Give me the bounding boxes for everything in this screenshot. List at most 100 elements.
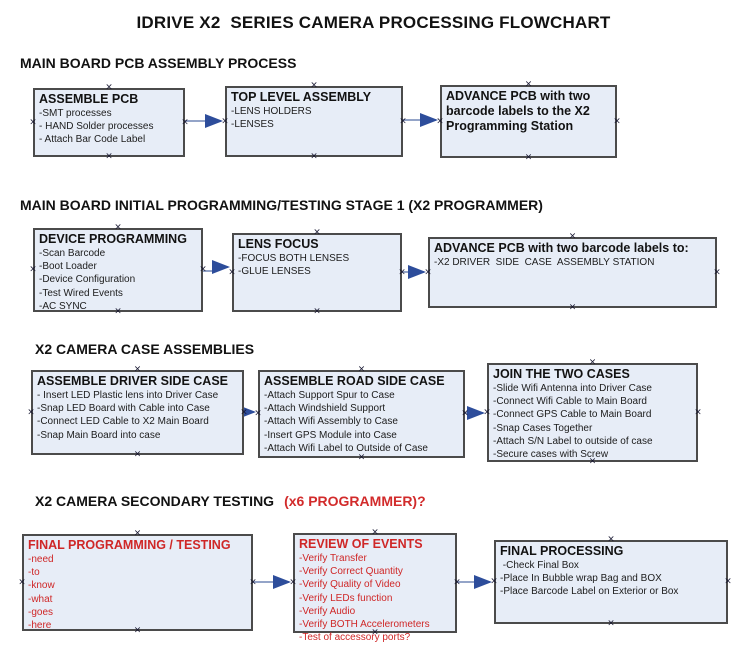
box-line: -Snap Cases Together — [493, 422, 593, 434]
section-heading-black-part: X2 CAMERA SECONDARY TESTING — [35, 493, 275, 509]
box-line: -SMT processes — [39, 108, 112, 119]
box-title: TOP LEVEL ASSEMBLY — [231, 90, 372, 104]
section-heading-red-part: (x6 PROGRAMMER)? — [284, 493, 426, 509]
connection-handle-icon: × — [133, 528, 142, 539]
box-line: - Insert LED Plastic lens into Driver Ca… — [37, 390, 219, 401]
connection-handle-icon: × — [313, 306, 321, 317]
flow-box-final-processing: FINAL PROCESSING -Check Final Box -Place… — [490, 535, 732, 628]
connection-handle-icon: × — [588, 357, 597, 368]
flow-box-advance-pcb-programming-station: ADVANCE PCB with two barcode labels to t… — [436, 80, 621, 162]
connection-handle-icon: × — [461, 408, 469, 419]
box-title: JOIN THE TWO CASES — [493, 367, 630, 381]
connection-handle-icon: × — [105, 82, 113, 93]
box-line: -Verify Quality of Video — [299, 579, 401, 591]
box-title: FINAL PROCESSING — [500, 544, 624, 558]
connection-handle-icon: × — [114, 222, 122, 233]
connection-handle-icon: × — [607, 618, 615, 629]
box-line: -to — [28, 567, 40, 579]
flow-box-review-of-events: REVIEW OF EVENTS -Verify Transfer -Verif… — [289, 528, 461, 643]
connection-handle-icon: × — [133, 364, 142, 375]
connection-handle-icon: × — [114, 306, 122, 317]
box-line: -know — [28, 580, 55, 592]
box-line: -goes — [28, 606, 54, 618]
box-title: FINAL PROGRAMMING / TESTING — [28, 538, 231, 552]
connection-handle-icon: × — [357, 364, 366, 375]
connection-handle-icon: × — [310, 151, 318, 162]
box-title: LENS FOCUS — [238, 237, 319, 251]
box-line: -Attach Wifi Assembly to Case — [264, 416, 398, 428]
connection-handle-icon: × — [483, 407, 491, 417]
connection-handle-icon: × — [694, 407, 702, 417]
connection-handle-icon: × — [254, 408, 262, 419]
connection-handle-icon: × — [221, 116, 229, 126]
box-line: -Verify Audio — [299, 605, 356, 617]
box-line: -Test of accessory ports? — [299, 632, 411, 644]
box-line: -Verify Correct Quantity — [299, 566, 403, 578]
section-heading-initial-programming: MAIN BOARD INITIAL PROGRAMMING/TESTING S… — [20, 197, 543, 213]
flow-box-advance-pcb-driver-side: ADVANCE PCB with two barcode labels to: … — [424, 232, 721, 312]
box-line: -Slide Wifi Antenna into Driver Case — [493, 383, 652, 394]
box-line: -Place In Bubble wrap Bag and BOX — [500, 573, 662, 585]
box-line: -need — [28, 554, 54, 565]
box-line: -FOCUS BOTH LENSES — [238, 253, 350, 264]
connection-handle-icon: × — [289, 577, 297, 588]
section-heading-pcb-assembly: MAIN BOARD PCB ASSEMBLY PROCESS — [20, 55, 297, 71]
section-heading-secondary-testing: X2 CAMERA SECONDARY TESTING (x6 PROGRAMME… — [35, 493, 426, 509]
connection-handle-icon: × — [613, 116, 621, 126]
connection-handle-icon: × — [436, 116, 444, 126]
box-line: -Snap LED Board with Cable into Case — [37, 403, 210, 415]
connection-handle-icon: × — [29, 117, 37, 127]
flow-box-top-level-assembly: TOP LEVEL ASSEMBLY -LENS HOLDERS -LENSES… — [221, 81, 407, 161]
connection-handle-icon: × — [310, 80, 318, 91]
box-line: -Boot Loader — [39, 261, 97, 273]
box-line: -GLUE LENSES — [238, 266, 311, 278]
connection-handle-icon: × — [27, 407, 35, 417]
flow-box-final-programming-testing: FINAL PROGRAMMING / TESTING -need -to -k… — [18, 529, 257, 635]
box-title: ASSEMBLE ROAD SIDE CASE — [264, 374, 445, 388]
connection-handle-icon: × — [424, 267, 432, 277]
box-line: - HAND Solder processes — [39, 121, 154, 133]
box-line: -Scan Barcode — [39, 248, 106, 259]
connection-handle-icon: × — [490, 576, 498, 587]
connection-handle-icon: × — [357, 452, 366, 463]
box-line: -Verify LEDs function — [299, 592, 393, 604]
connection-handle-icon: × — [249, 577, 257, 587]
connection-handle-icon: × — [568, 302, 577, 313]
flow-box-device-programming: DEVICE PROGRAMMING -Scan Barcode -Boot L… — [29, 223, 207, 316]
page-title: IDRIVE X2 SERIES CAMERA PROCESSING FLOWC… — [136, 13, 611, 32]
flow-box-assemble-driver-side-case: ASSEMBLE DRIVER SIDE CASE - Insert LED P… — [27, 365, 248, 459]
box-line: -Attach S/N Label to outside of case — [493, 435, 653, 447]
connection-handle-icon: × — [228, 267, 236, 277]
connection-handle-icon: × — [453, 577, 461, 588]
box-line: -LENSES — [231, 119, 274, 131]
connection-handle-icon: × — [724, 576, 732, 587]
connection-handle-icon: × — [181, 117, 189, 127]
box-line: -Insert GPS Module into Case — [264, 429, 397, 441]
connection-handle-icon: × — [371, 627, 379, 638]
box-line: -Secure cases with Screw — [493, 449, 609, 461]
box-line: -Attach Support Spur to Case — [264, 390, 395, 401]
box-line: -Snap Main Board into case — [37, 429, 161, 441]
flow-box-assemble-road-side-case: ASSEMBLE ROAD SIDE CASE -Attach Support … — [254, 365, 469, 462]
box-line: -Attach Windshield Support — [264, 403, 386, 415]
connection-handle-icon: × — [105, 151, 113, 162]
box-title: ASSEMBLE PCB — [39, 92, 139, 106]
connection-handle-icon: × — [371, 527, 379, 538]
box-line: -Connect Wifi Cable to Main Board — [493, 396, 647, 408]
box-line: -Connect LED Cable to X2 Main Board — [37, 416, 209, 428]
flow-box-assemble-pcb: ASSEMBLE PCB -SMT processes - HAND Solde… — [29, 83, 189, 161]
flow-box-join-the-two-cases: JOIN THE TWO CASES -Slide Wifi Antenna i… — [483, 358, 702, 466]
box-title: ADVANCE PCB with two barcode labels to t… — [446, 89, 594, 133]
box-line: - Attach Bar Code Label — [39, 134, 146, 146]
connection-handle-icon: × — [399, 116, 407, 126]
box-line: -Check Final Box — [500, 560, 579, 571]
box-line: -Verify BOTH Accelerometers — [299, 619, 430, 631]
connection-handle-icon: × — [524, 79, 533, 90]
box-title: ADVANCE PCB with two barcode labels to: — [434, 241, 689, 255]
box-line: -AC SYNC — [39, 300, 87, 312]
box-line: -Attach Wifi Label to Outside of Case — [264, 442, 428, 454]
box-line: -what — [28, 593, 53, 605]
connection-handle-icon: × — [313, 227, 321, 238]
box-line: -Test Wired Events — [39, 287, 123, 299]
